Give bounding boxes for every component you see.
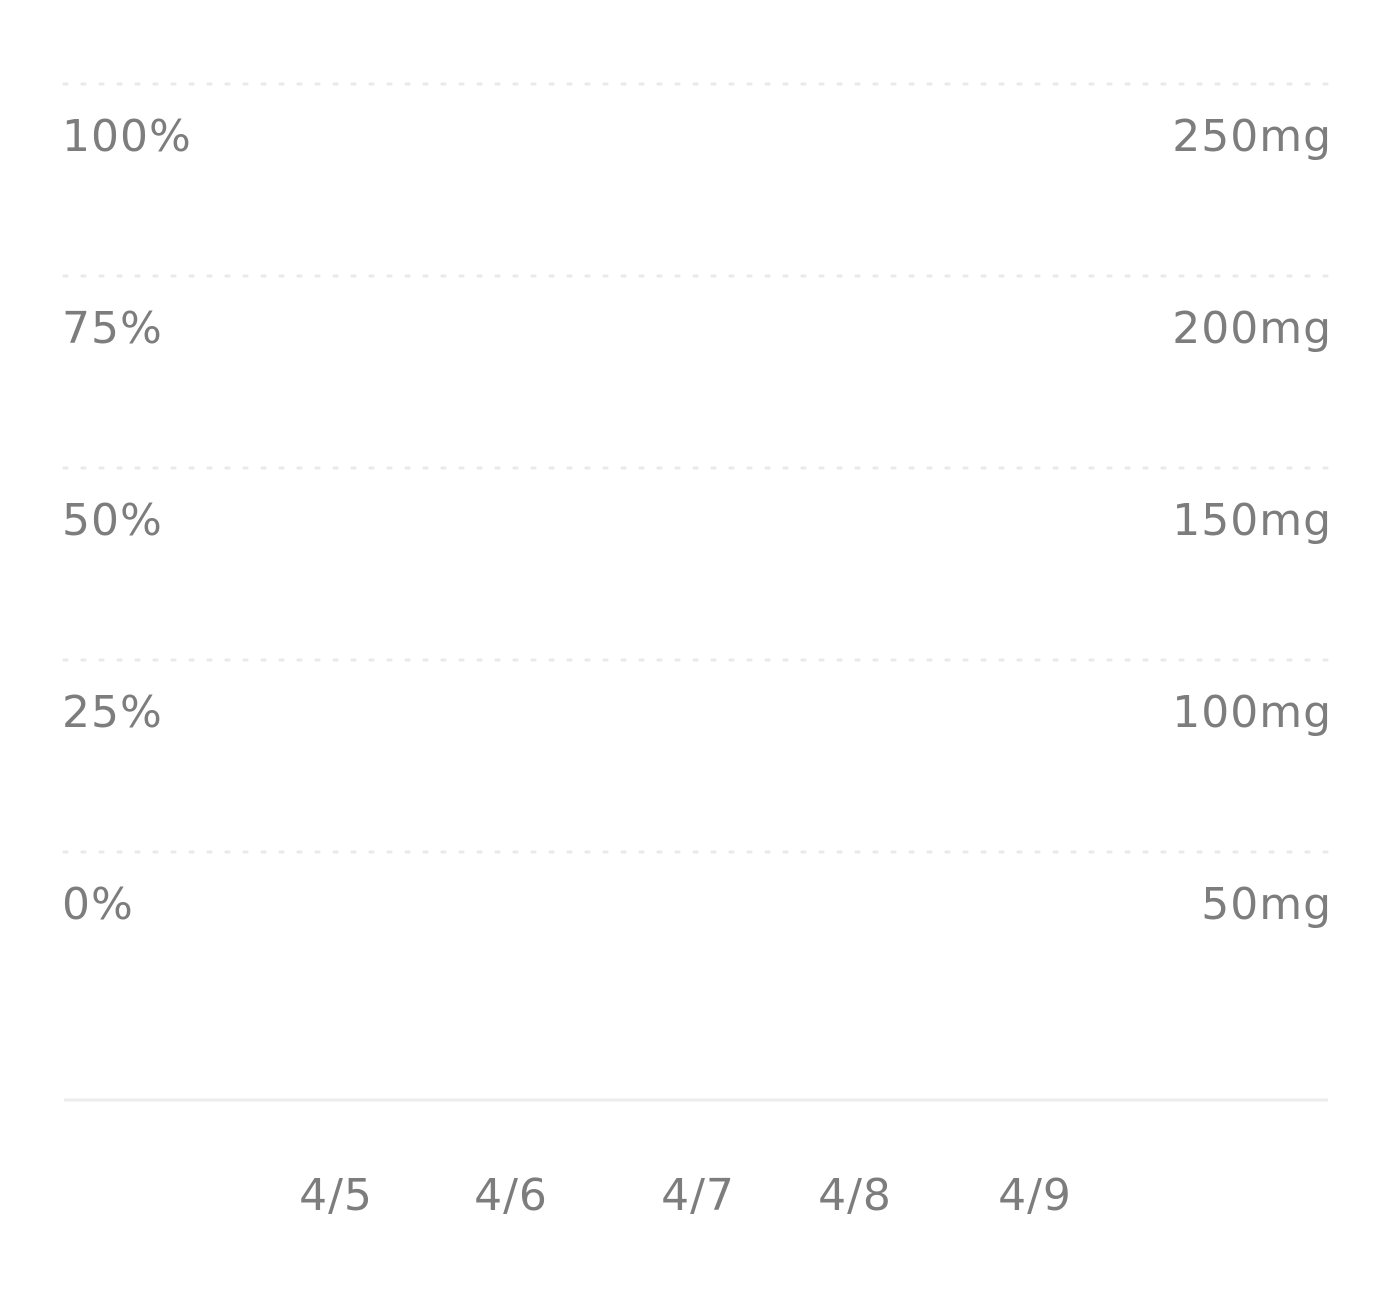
x-tick-label: 4/6 (474, 1170, 548, 1221)
gridlines (62, 82, 1330, 854)
right-y-tick-label: 200mg (1172, 303, 1332, 354)
left-y-axis-labels: 100% 75% 50% 25% 0% (62, 111, 192, 930)
right-y-tick-label: 50mg (1201, 879, 1332, 930)
right-y-axis-labels: 250mg 200mg 150mg 100mg 50mg (1172, 111, 1332, 930)
left-y-tick-label: 0% (62, 879, 134, 930)
x-tick-label: 4/5 (299, 1170, 373, 1221)
right-y-tick-label: 150mg (1172, 495, 1332, 546)
right-y-tick-label: 250mg (1172, 111, 1332, 162)
x-tick-label: 4/8 (818, 1170, 892, 1221)
left-y-tick-label: 25% (62, 687, 163, 738)
x-axis-labels: 4/5 4/6 4/7 4/8 4/9 (299, 1170, 1072, 1221)
left-y-tick-label: 100% (62, 111, 192, 162)
right-y-tick-label: 100mg (1172, 687, 1332, 738)
left-y-tick-label: 75% (62, 303, 163, 354)
x-tick-label: 4/7 (661, 1170, 735, 1221)
x-tick-label: 4/9 (998, 1170, 1072, 1221)
left-y-tick-label: 50% (62, 495, 163, 546)
